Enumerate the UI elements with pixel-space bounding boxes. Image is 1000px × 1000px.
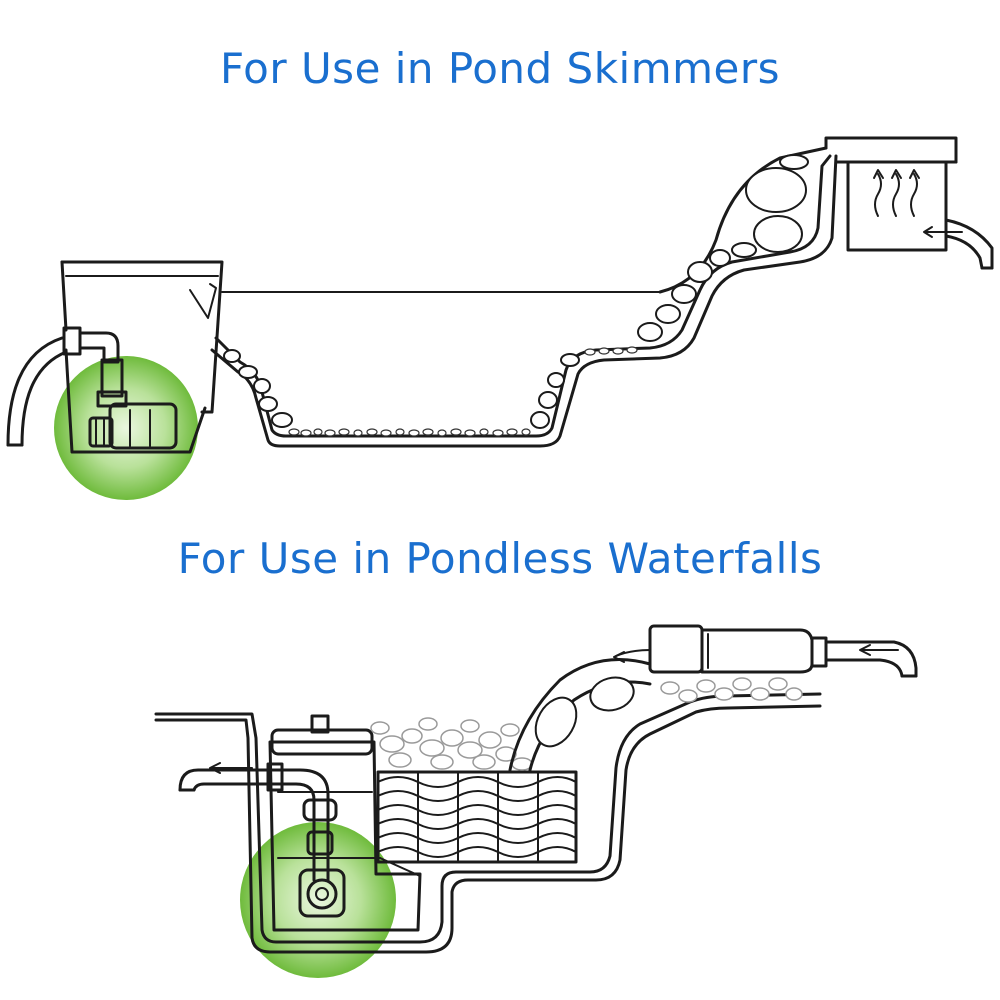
pondless-section-title: For Use in Pondless Waterfalls — [177, 534, 823, 583]
skimmer-diagram — [6, 136, 994, 500]
skimmer-unit — [834, 160, 994, 270]
flow-arrow-icon — [873, 169, 920, 217]
pond-liner — [210, 154, 838, 448]
skimmer-pump — [88, 402, 178, 450]
pond-bottom-gravel — [223, 154, 809, 437]
gravel-layer — [370, 677, 803, 771]
waterfall-spillway — [613, 624, 918, 678]
pondless-pump — [298, 868, 346, 918]
pondless-diagram — [154, 624, 918, 978]
water-matrix-blocks — [376, 770, 578, 864]
pondless-liner — [154, 692, 822, 944]
skimmer-section-title: For Use in Pond Skimmers — [219, 44, 781, 93]
pump-highlight-circle-bottom — [240, 822, 396, 978]
stream-rocks — [508, 658, 652, 772]
pump-highlight-circle — [54, 356, 198, 500]
